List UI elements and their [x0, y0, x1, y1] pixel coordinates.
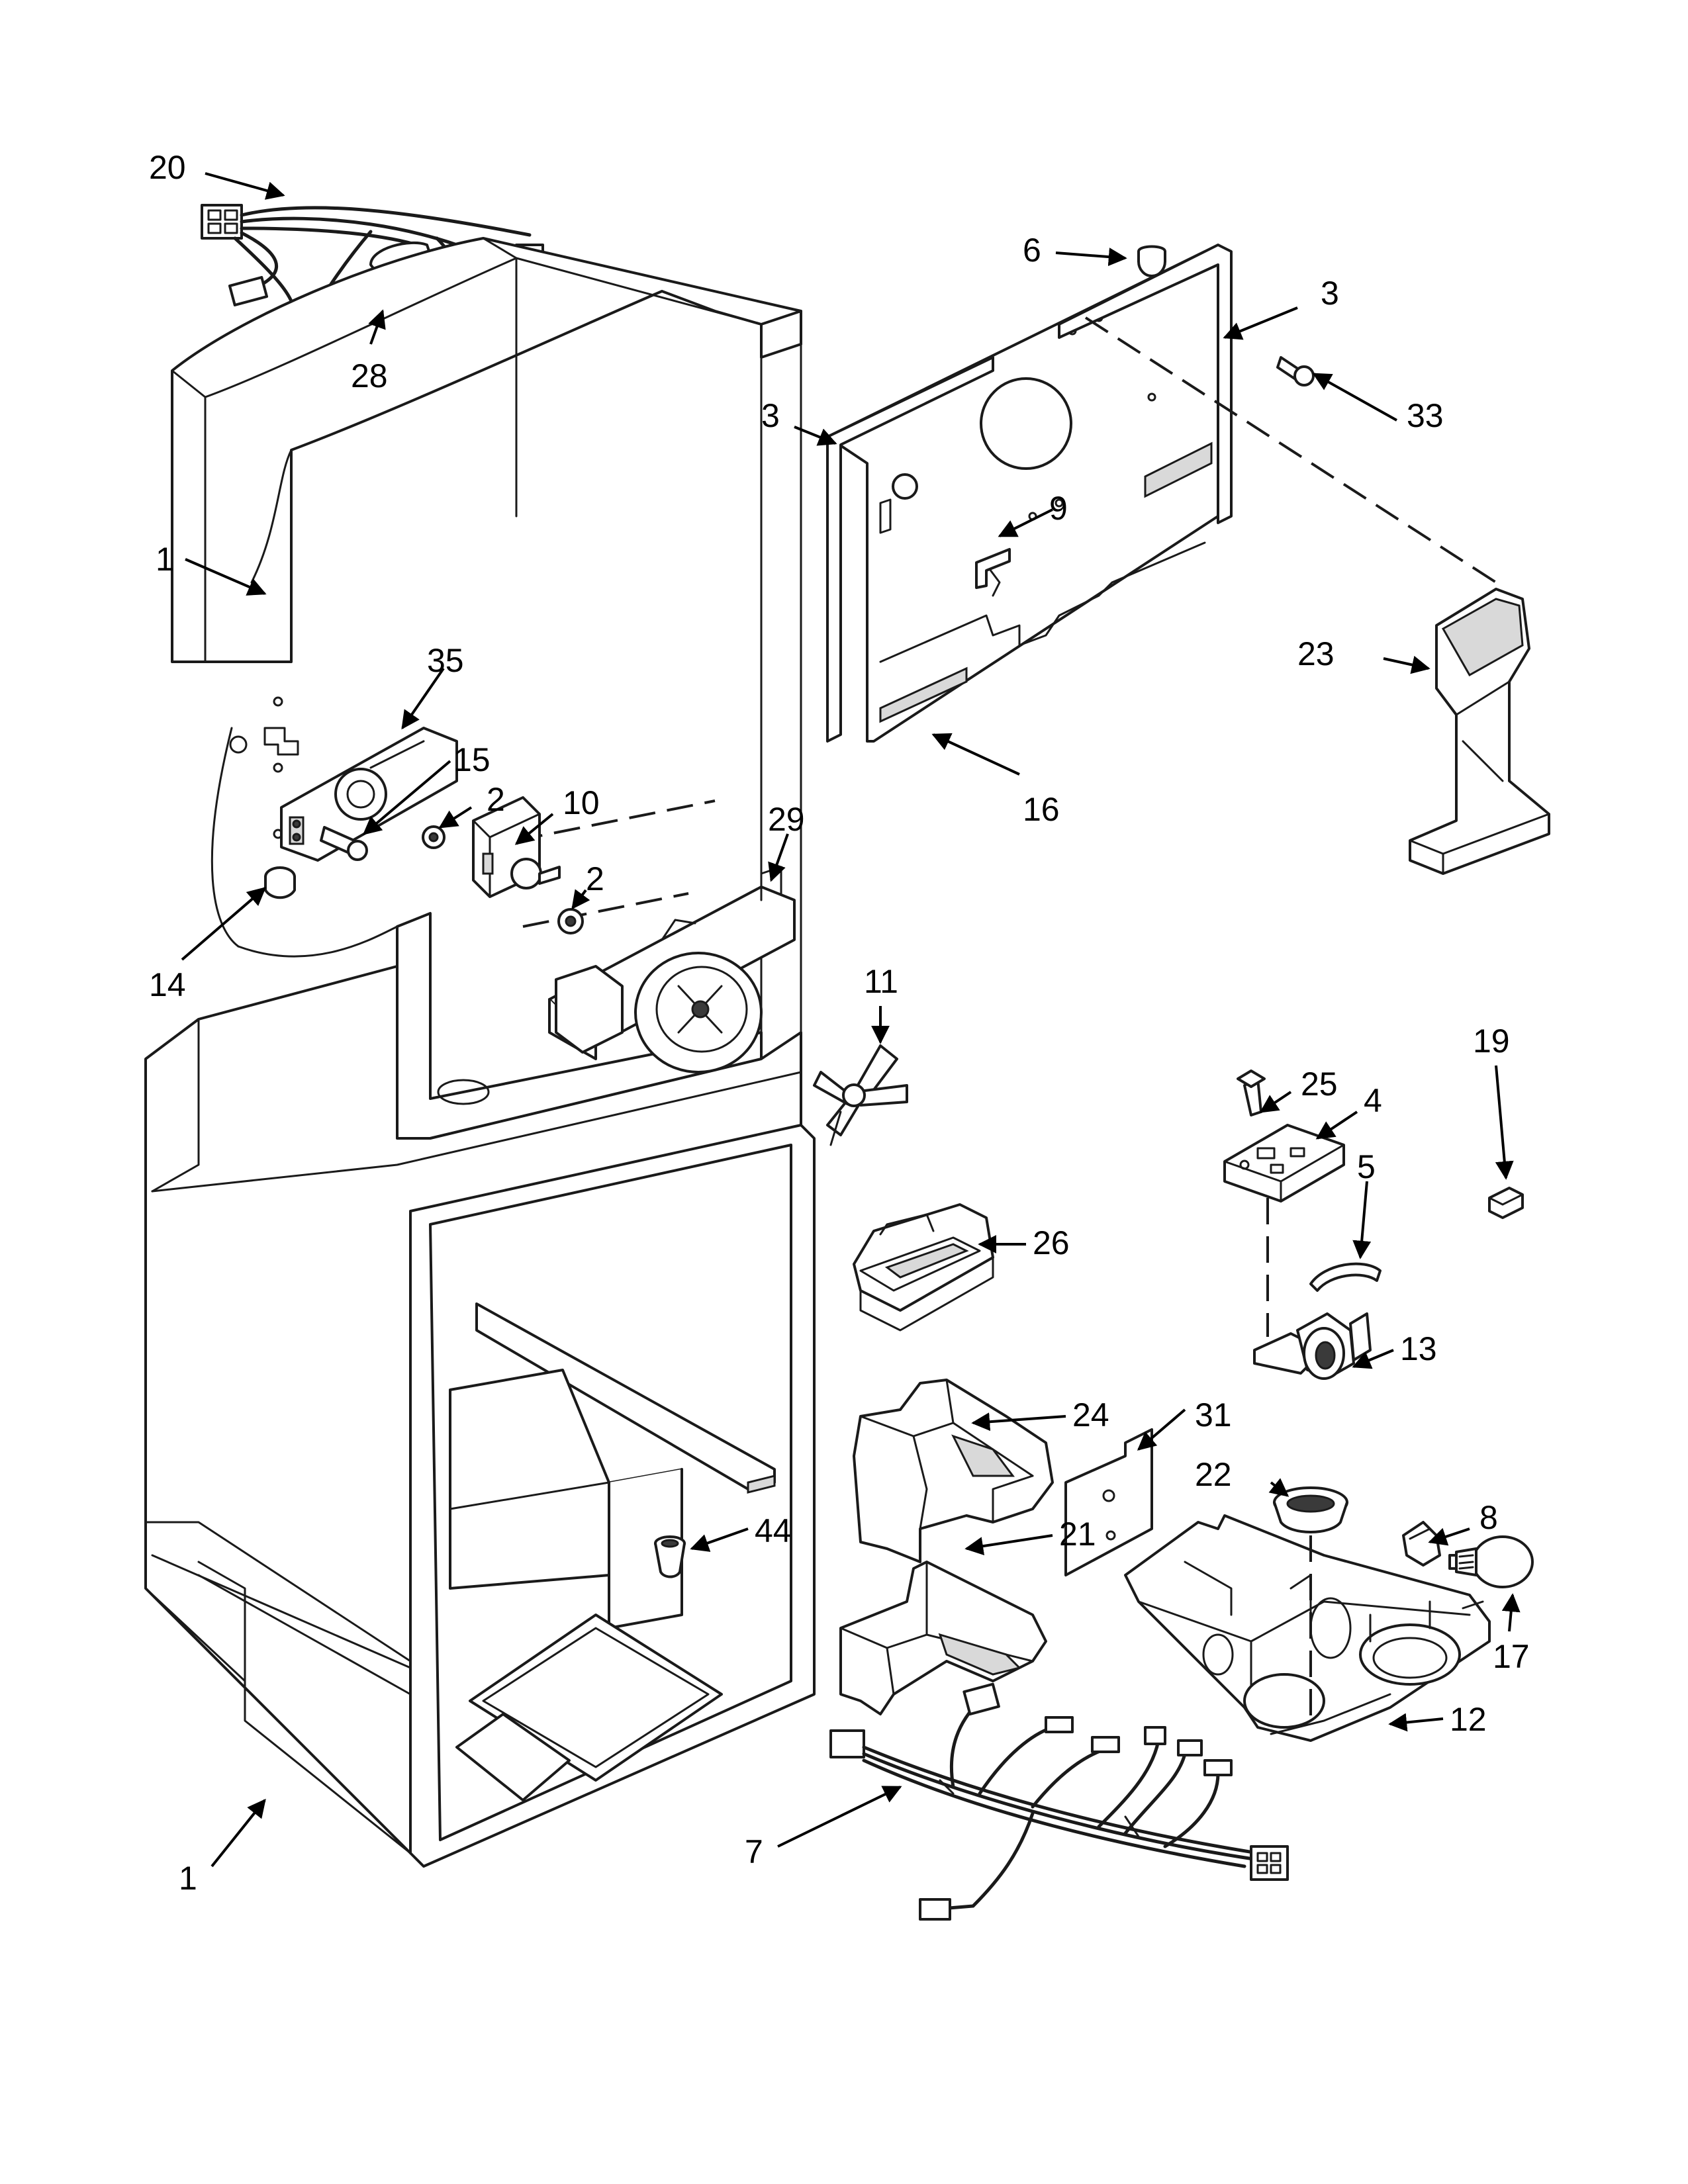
plug-6[interactable]	[1137, 245, 1166, 277]
label-26: 26	[1033, 1224, 1070, 1261]
screw-15[interactable]	[320, 826, 368, 861]
lens-22[interactable]	[1273, 1486, 1348, 1533]
label-44: 44	[755, 1512, 792, 1549]
leader-lines	[181, 172, 1521, 1868]
knob-14[interactable]	[264, 866, 296, 899]
label-2-b: 2	[586, 860, 604, 897]
light-socket-13[interactable]	[1253, 1312, 1372, 1380]
label-1-bottom: 1	[179, 1860, 197, 1897]
label-5: 5	[1357, 1148, 1376, 1185]
freezer-liner-1[interactable]	[171, 237, 802, 1140]
label-6: 6	[1023, 232, 1041, 269]
screw-25[interactable]	[1237, 1069, 1266, 1116]
label-12: 12	[1450, 1701, 1487, 1738]
label-4: 4	[1364, 1082, 1382, 1119]
gasket-3-right[interactable]	[1058, 244, 1233, 524]
light-bulb-17[interactable]	[1448, 1535, 1534, 1588]
label-19: 19	[1473, 1023, 1510, 1060]
label-15: 15	[453, 741, 491, 778]
drain-fitting-44[interactable]	[654, 1535, 686, 1578]
wire-harness-7[interactable]	[829, 1682, 1289, 1921]
label-17: 17	[1493, 1638, 1530, 1675]
label-28: 28	[351, 357, 388, 394]
label-9: 9	[1049, 490, 1068, 527]
label-3-right: 3	[1321, 275, 1339, 312]
label-25: 25	[1301, 1066, 1338, 1103]
label-14: 14	[149, 966, 186, 1003]
fan-blade-11[interactable]	[813, 1044, 908, 1146]
label-23: 23	[1297, 635, 1335, 672]
label-11: 11	[864, 963, 898, 1000]
control-board-4[interactable]	[1223, 1124, 1345, 1203]
duct-24[interactable]	[853, 1379, 1054, 1563]
air-duct-23[interactable]	[1409, 588, 1550, 875]
deflector-26[interactable]	[853, 1203, 994, 1332]
fan-shroud-29[interactable]	[548, 866, 796, 1073]
nut-2a[interactable]	[422, 825, 445, 849]
label-10: 10	[563, 784, 600, 821]
label-2-a: 2	[487, 781, 505, 818]
baffle-31[interactable]	[1064, 1428, 1153, 1576]
label-29: 29	[768, 801, 805, 838]
evaporator-cover-16[interactable]	[826, 250, 1219, 743]
label-3-left: 3	[761, 397, 780, 434]
label-13: 13	[1400, 1330, 1437, 1367]
label-35: 35	[427, 642, 464, 679]
nut-2b[interactable]	[557, 908, 584, 934]
label-22: 22	[1195, 1456, 1232, 1493]
label-33: 33	[1407, 397, 1444, 434]
label-24: 24	[1072, 1396, 1109, 1433]
damper-control-10[interactable]	[472, 796, 561, 898]
label-20: 20	[149, 149, 186, 186]
duct-21[interactable]	[839, 1561, 1047, 1715]
gasket-3-left[interactable]	[826, 356, 994, 743]
lamp-shield-5[interactable]	[1309, 1262, 1382, 1292]
screw-33[interactable]	[1276, 356, 1315, 387]
label-8: 8	[1479, 1499, 1498, 1536]
callout-labels: 20 28 1 35 15 2 10 2 29 14 11 6 3 3 33 9…	[149, 149, 1530, 1897]
label-16: 16	[1023, 791, 1060, 828]
label-7: 7	[745, 1833, 763, 1870]
label-31: 31	[1195, 1396, 1232, 1433]
label-21: 21	[1059, 1516, 1096, 1553]
control-housing-12[interactable]	[1124, 1514, 1491, 1742]
cabinet-liner-1[interactable]	[144, 965, 816, 1868]
lamp-socket-8[interactable]	[1402, 1521, 1441, 1567]
label-1-top: 1	[156, 541, 174, 578]
clip-19[interactable]	[1488, 1187, 1524, 1219]
